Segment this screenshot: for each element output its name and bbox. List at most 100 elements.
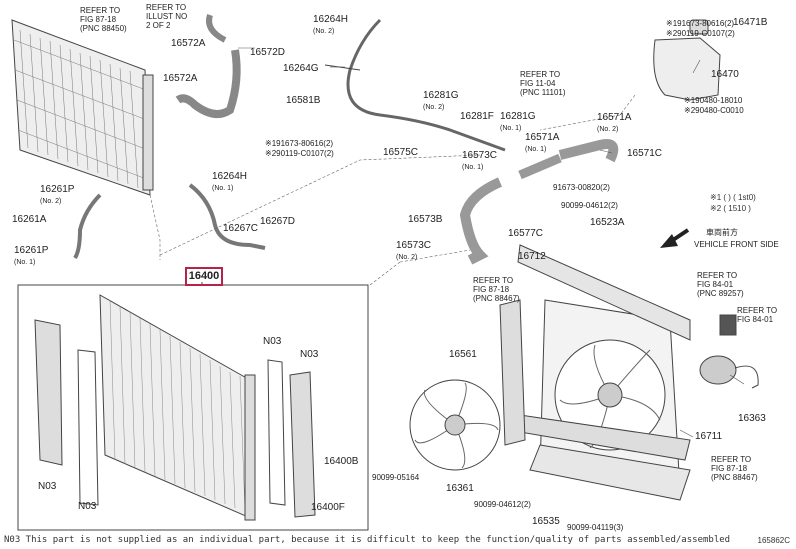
fastener-label[interactable]: 90099-04119(3) — [567, 523, 624, 532]
part-label[interactable]: 16281G (No. 1) — [500, 111, 536, 133]
part-label[interactable]: 16261P (No. 2) — [40, 184, 74, 206]
part-qty: (No. 1) — [212, 185, 234, 192]
ref-fig: FIG 87-18 — [80, 15, 117, 24]
part-label[interactable]: N03 — [263, 336, 282, 347]
ref-title: REFER TO — [711, 455, 752, 464]
ref-fig: FIG 84-01 — [737, 315, 774, 324]
ref-title: REFER TO — [473, 276, 514, 285]
part-label[interactable]: 16535 — [532, 516, 560, 527]
part-label[interactable]: 16575C — [383, 147, 419, 158]
part-label[interactable]: 16572A — [163, 73, 198, 84]
highlighted-part-16400[interactable]: 16400 — [185, 267, 223, 286]
legend-line: ※2 ( 1510 ) — [710, 204, 751, 213]
part-qty: (No. 1) — [500, 125, 522, 132]
part-label[interactable]: 16573C(No. 2) — [396, 240, 431, 262]
ref-pnc: (PNC 88467) — [473, 294, 520, 303]
vehicle-front-arrow-icon — [660, 228, 690, 248]
part-label[interactable]: 16261A — [12, 214, 47, 225]
fastener-label[interactable]: ※290119-C0107(2) — [265, 149, 334, 158]
part-label[interactable]: 16363 — [738, 413, 766, 424]
part-label[interactable]: 16571A(No. 2) — [597, 112, 631, 134]
fastener-label[interactable]: ※190480-18010 — [684, 96, 743, 105]
part-label[interactable]: 16571A(No. 1) — [525, 132, 559, 154]
ref-title: REFER TO — [520, 70, 561, 79]
part-label[interactable]: 16573B — [408, 214, 443, 225]
part-label[interactable]: 16267D — [260, 216, 296, 227]
ref-pnc: (PNC 89257) — [697, 289, 744, 298]
part-qty: (No. 2) — [597, 126, 619, 133]
part-label[interactable]: N03 — [78, 501, 97, 512]
part-number: 16573C — [396, 240, 432, 251]
condenser — [11, 19, 154, 196]
part-label[interactable]: 16571C — [627, 148, 663, 159]
fastener-label[interactable]: ※191673-80616(2) — [666, 19, 735, 28]
part-label[interactable]: 16400F — [311, 502, 345, 513]
ref-title: REFER TO — [697, 271, 738, 280]
ref-fig: FIG 84-01 — [697, 280, 734, 289]
fastener-label[interactable]: ※290480-C0010 — [684, 106, 744, 115]
part-label[interactable]: 16470 — [711, 69, 739, 80]
reservoir-tank — [653, 19, 721, 101]
ref-pnc: (PNC 88450) — [80, 24, 127, 33]
footnote: N03 This part is not supplied as an indi… — [4, 535, 731, 545]
ref-title: REFER TO — [737, 306, 778, 315]
part-label[interactable]: 16281G (No. 2) — [423, 90, 459, 112]
part-qty: (No. 2) — [40, 198, 62, 205]
fastener-label[interactable]: 90099-04612(2) — [474, 500, 531, 509]
part-label[interactable]: 16361 — [446, 483, 474, 494]
part-label[interactable]: 16400B — [324, 456, 359, 467]
part-label[interactable]: 16267C — [223, 223, 259, 234]
ref-fig: FIG 87-18 — [711, 464, 748, 473]
fastener-label[interactable]: ※191673-80616(2) — [265, 139, 334, 148]
fastener-label[interactable]: 90099-05164 — [372, 473, 420, 482]
illustration-number: 165862C — [757, 536, 790, 545]
ref-title: REFER TO — [80, 6, 121, 15]
part-label[interactable]: 16523A — [590, 217, 625, 228]
fan-motor — [699, 355, 759, 389]
part-label[interactable]: N03 — [300, 349, 319, 360]
ref-title: REFER TO — [146, 3, 187, 12]
part-label[interactable]: 16264H(No. 1) — [212, 171, 247, 193]
part-label[interactable]: 16261P(No. 1) — [14, 245, 48, 267]
ref-fig: FIG 87-18 — [473, 285, 510, 294]
part-label[interactable]: 16561 — [449, 349, 477, 360]
radiator-core — [99, 294, 256, 521]
part-label[interactable]: 16577C — [508, 228, 544, 239]
part-label[interactable]: 16712 — [518, 251, 546, 262]
part-label[interactable]: 16471B — [733, 17, 768, 28]
fastener-label[interactable]: ※290119-C0107(2) — [666, 29, 735, 38]
part-qty: (No. 2) — [423, 104, 445, 111]
part-number: 16281G — [423, 90, 459, 101]
part-label[interactable]: N03 — [38, 481, 57, 492]
part-qty: (No. 1) — [525, 146, 547, 153]
part-label[interactable]: 16573C(No. 1) — [462, 150, 497, 172]
part-label[interactable]: 16264H (No. 2) — [313, 14, 348, 36]
part-number: 16261P — [40, 184, 75, 195]
ref-fig: FIG 11-04 — [520, 79, 556, 88]
cooling-fan — [409, 379, 501, 471]
part-label[interactable]: 16711 — [695, 431, 723, 442]
part-qty: (No. 2) — [313, 28, 335, 35]
part-label[interactable]: 16572D — [250, 47, 286, 58]
part-number: 16264H — [313, 14, 349, 25]
fastener-label[interactable]: 91673-00820(2) — [553, 183, 610, 192]
ref-fig: ILLUST NO — [146, 12, 188, 21]
part-label[interactable]: 16581B — [286, 95, 321, 106]
part-label[interactable]: 16264G — [283, 63, 319, 74]
legend-line: ※1 ( ) ( 1st0) — [710, 193, 756, 202]
direction-jp: 車両前方 — [706, 228, 738, 237]
part-label[interactable]: 16281F — [460, 111, 494, 122]
part-number: 16281G — [500, 111, 536, 122]
ref-pnc: (PNC 11101) — [520, 88, 566, 97]
fastener-label[interactable]: 90099-04612(2) — [561, 201, 618, 210]
part-label[interactable]: 16572A — [171, 38, 206, 49]
part-number: 16573C — [462, 150, 498, 161]
